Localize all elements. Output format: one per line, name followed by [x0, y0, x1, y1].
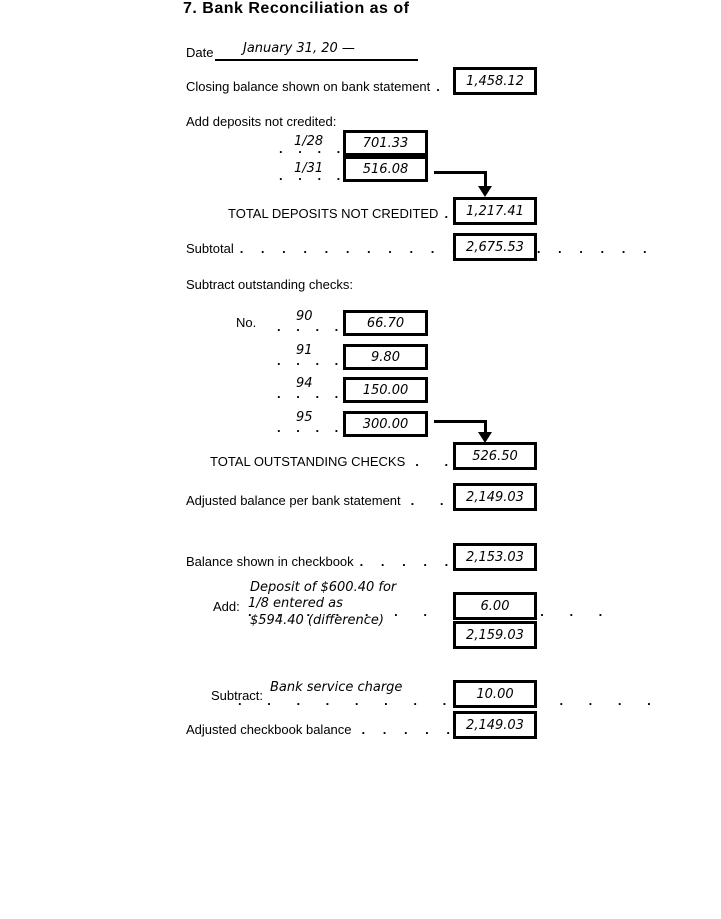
add-amount-box: 6.00 [453, 592, 537, 620]
check-number-2: 91 [296, 343, 313, 358]
closing-balance-label: Closing balance shown on bank statement [186, 79, 431, 94]
check-number-1: 90 [296, 309, 313, 324]
date-value: January 31, 20 — [243, 41, 355, 56]
check-box-3: 150.00 [343, 377, 428, 403]
add-note-line1: Deposit of $600.40 for [250, 580, 397, 595]
deposits-heading: Add deposits not credited: [186, 114, 337, 129]
subtotal-box: 2,675.53 [453, 233, 537, 261]
subtotal-dots: . . . . . . . . . . . . . . . . . . . . [239, 241, 654, 256]
deposit-dots-2: . . . . . [279, 168, 366, 183]
subtract-label: Subtract: [211, 688, 264, 703]
subtotal-row: Subtotal . . . . . . . . . . . . . . . . … [186, 240, 654, 258]
deposit-arrowhead-icon [478, 186, 492, 197]
checkbook-balance-label: Balance shown in checkbook [186, 554, 354, 569]
add-result-value: 2,159.03 [466, 627, 524, 643]
closing-balance-value: 1,458.12 [466, 73, 524, 89]
subtract-note: Bank service charge [270, 680, 403, 695]
total-deposits-row: TOTAL DEPOSITS NOT CREDITED. . [228, 205, 488, 223]
checks-arrowhead-icon [478, 432, 492, 443]
deposit-value-1: 701.33 [362, 135, 409, 151]
subtract-amount-value: 10.00 [476, 686, 514, 702]
check-value-4: 300.00 [362, 416, 409, 432]
adjusted-checkbook-box: 2,149.03 [453, 711, 537, 739]
check-value-1: 66.70 [366, 315, 405, 331]
check-box-2: 9.80 [343, 344, 428, 370]
adjusted-bank-value: 2,149.03 [466, 489, 524, 505]
subtract-amount-box: 10.00 [453, 680, 537, 708]
checks-arrow-vertical [484, 420, 487, 433]
add-amount-value: 6.00 [480, 598, 510, 614]
adjusted-bank-box: 2,149.03 [453, 483, 537, 511]
check-no-label: No. [236, 315, 257, 330]
add-label: Add: [213, 599, 240, 614]
total-deposits-label: TOTAL DEPOSITS NOT CREDITED [228, 206, 439, 221]
add-result-box: 2,159.03 [453, 621, 537, 649]
total-checks-box: 526.50 [453, 442, 537, 470]
adjusted-checkbook-label: Adjusted checkbook balance [186, 722, 352, 737]
checkbook-balance-box: 2,153.03 [453, 543, 537, 571]
add-note-line3: $594.40 (difference) [250, 613, 385, 628]
deposit-box-2: 516.08 [343, 156, 428, 182]
check-value-3: 150.00 [362, 382, 409, 398]
checks-heading: Subtract outstanding checks: [186, 277, 353, 292]
closing-balance-box: 1,458.12 [453, 67, 537, 95]
page-title: 7. Bank Reconciliation as of [183, 0, 410, 17]
check-box-1: 66.70 [343, 310, 428, 336]
deposit-date-1: 1/28 [294, 134, 324, 149]
check-number-4: 95 [296, 410, 313, 425]
total-checks-value: 526.50 [472, 448, 518, 464]
closing-balance-row: Closing balance shown on bank statement.… [186, 78, 480, 96]
total-deposits-value: 1,217.41 [466, 203, 524, 219]
subtotal-value: 2,675.53 [466, 239, 524, 255]
check-number-3: 94 [296, 376, 313, 391]
date-label: Date [186, 45, 214, 60]
deposit-arrow-vertical [484, 171, 487, 187]
deposit-arrow-horizontal [434, 171, 487, 174]
subtract-dots: . . . . . . . . . . . . . . . [238, 693, 662, 708]
add-note-line2: 1/8 entered as [248, 596, 343, 611]
deposit-date-2: 1/31 [294, 161, 324, 176]
total-deposits-box: 1,217.41 [453, 197, 537, 225]
deposit-value-2: 516.08 [362, 161, 409, 177]
checks-arrow-horizontal [434, 420, 487, 423]
deposit-box-1: 701.33 [343, 130, 428, 156]
subtotal-label: Subtotal [186, 241, 234, 256]
deposit-dots-1: . . . . . [279, 141, 366, 156]
checkbook-balance-value: 2,153.03 [466, 549, 524, 565]
check-value-2: 9.80 [371, 349, 400, 365]
check-box-4: 300.00 [343, 411, 428, 437]
date-underline [215, 59, 418, 61]
adjusted-checkbook-value: 2,149.03 [466, 717, 524, 733]
total-checks-label: TOTAL OUTSTANDING CHECKS [210, 454, 406, 469]
adjusted-bank-label: Adjusted balance per bank statement [186, 493, 401, 508]
